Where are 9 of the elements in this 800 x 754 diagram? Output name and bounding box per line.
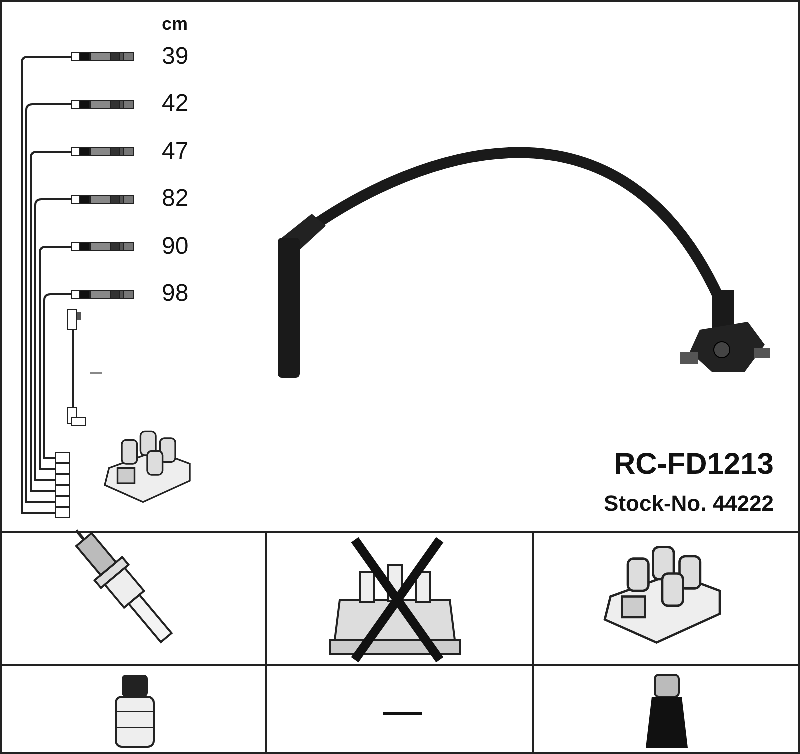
length-label: 90 xyxy=(162,235,189,259)
length-label: 39 xyxy=(162,45,189,69)
length-label: 47 xyxy=(162,140,189,164)
stock-number: Stock-No. 44222 xyxy=(604,493,774,515)
length-label: 42 xyxy=(162,92,189,116)
part-number: RC-FD1213 xyxy=(614,450,774,480)
length-label: 82 xyxy=(162,187,189,211)
unit-label: cm xyxy=(162,15,188,33)
length-label: 98 xyxy=(162,282,189,306)
